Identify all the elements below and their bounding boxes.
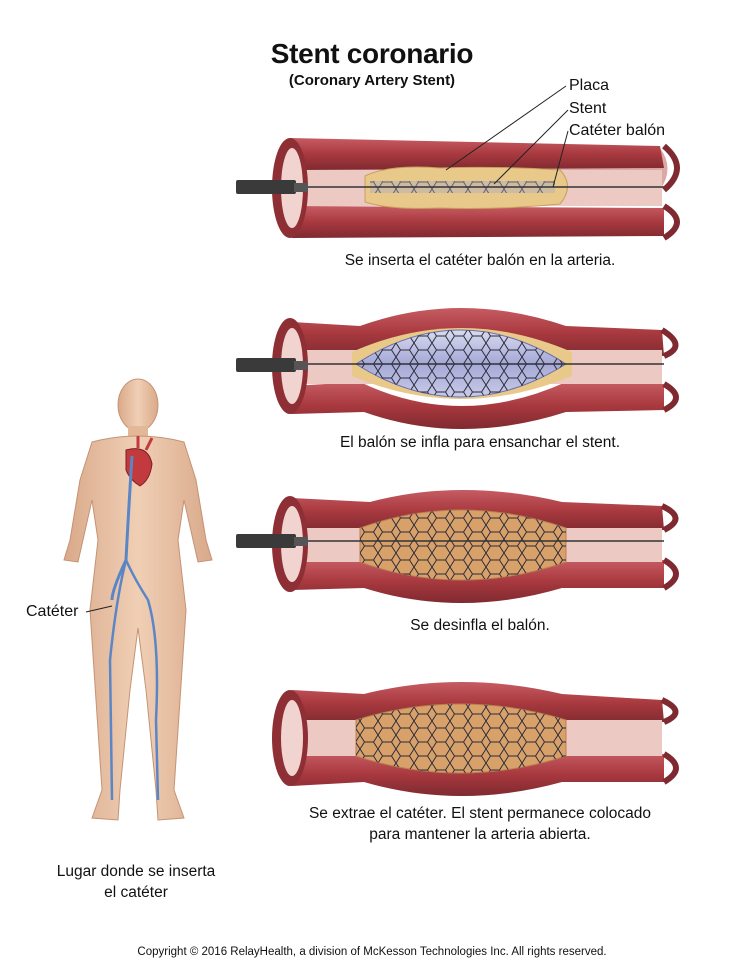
page-title: Stent coronario: [270, 38, 474, 69]
caption-step-3: Se desinfla el balón.: [410, 617, 550, 634]
body-figure-caption: Lugar donde se inserta el catéter: [20, 861, 252, 903]
body-figure: [63, 378, 213, 821]
caption-step-2: El balón se infla para ensanchar el sten…: [339, 434, 621, 451]
page-subtitle: (Coronary Artery Stent): [288, 72, 456, 89]
artery-step-2: [236, 308, 679, 429]
label-balloon-catheter: Catéter balón: [569, 122, 666, 139]
caption-step-4-line-2: para mantener la arteria abierta.: [369, 826, 591, 843]
body-figure-caption-line-1: Lugar donde se inserta: [56, 863, 216, 880]
label-catheter: Catéter: [26, 603, 79, 620]
artery-step-4: [272, 682, 679, 796]
caption-step-4-line-1: Se extrae el catéter. El stent permanece…: [308, 805, 652, 822]
label-stent: Stent: [569, 100, 607, 117]
body-figure-caption-line-2: el catéter: [104, 884, 168, 901]
caption-step-4: Se extrae el catéter. El stent permanece…: [270, 803, 690, 845]
artery-step-3: [236, 490, 679, 603]
leader-lines: [445, 85, 569, 188]
caption-step-1: Se inserta el catéter balón en la arteri…: [344, 252, 616, 269]
label-plaque: Placa: [569, 77, 610, 94]
copyright-footer: Copyright © 2016 RelayHealth, a division…: [137, 946, 607, 958]
artery-step-1: [236, 138, 680, 241]
